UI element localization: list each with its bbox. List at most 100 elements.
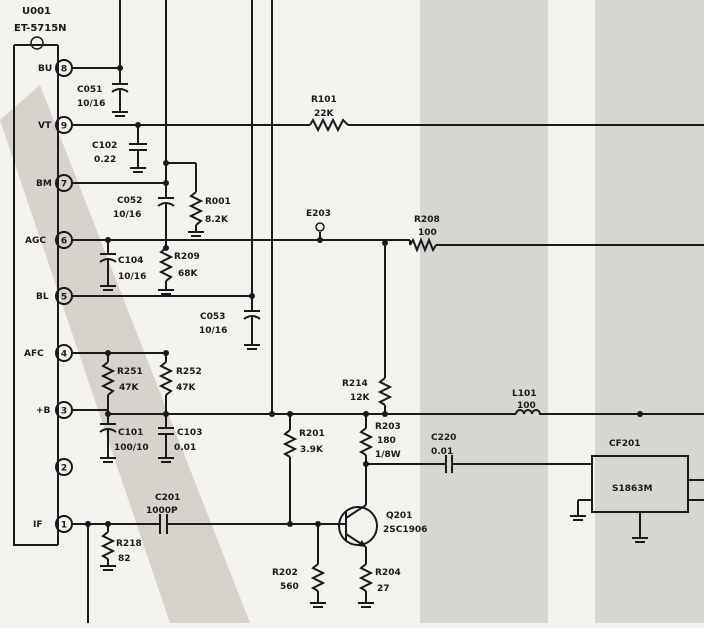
- c201-value: 1000P: [146, 506, 178, 516]
- e203-ref: E203: [306, 209, 331, 219]
- pin-2: 2: [55, 458, 73, 476]
- wire-plus-b: [72, 409, 704, 417]
- c053-ref: C053: [200, 312, 225, 322]
- r218-ref: R218: [116, 539, 142, 549]
- pin-name: BL: [36, 292, 49, 302]
- c051-value: 10/16: [77, 99, 105, 109]
- e203-test-point: E203: [306, 209, 331, 240]
- l101-value: 100: [517, 401, 536, 411]
- pin-name: AFC: [24, 349, 44, 359]
- pin-number: 2: [61, 464, 67, 474]
- c051-capacitor: C051 10/16: [77, 68, 129, 117]
- r101-resistor: R101 22K: [309, 95, 349, 133]
- pin-plus-b: +B 3: [36, 401, 73, 419]
- c220-ref: C220: [431, 433, 456, 443]
- q201-ref: Q201: [386, 511, 412, 521]
- c103-capacitor: C103 0.01: [158, 414, 202, 463]
- module-part-label: ET-5715N: [14, 23, 67, 34]
- pin-name: BM: [36, 179, 52, 189]
- r251-ref: R251: [117, 367, 143, 377]
- c051-ref: C051: [77, 85, 102, 95]
- c103-value: 0.01: [174, 443, 196, 453]
- r202-ref: R202: [272, 568, 298, 578]
- r204-ref: R204: [375, 568, 401, 578]
- c053-value: 10/16: [199, 326, 227, 336]
- r001-ref: R001: [205, 197, 231, 207]
- c052-ref: C052: [117, 196, 142, 206]
- r252-resistor: R252 47K: [158, 353, 202, 414]
- pin-number: 7: [61, 180, 67, 190]
- r101-ref: R101: [311, 95, 337, 105]
- r201-value: 3.9K: [300, 445, 324, 455]
- r252-ref: R252: [176, 367, 202, 377]
- pin-if: IF 1: [33, 515, 73, 533]
- pin-number: 1: [61, 521, 67, 531]
- wire-bm: [72, 0, 196, 186]
- c220-capacitor: C220 0.01: [366, 433, 592, 473]
- pin-name: VT: [38, 121, 52, 131]
- wire-vt: [72, 122, 704, 128]
- r201-resistor: R201 3.9K: [282, 414, 325, 527]
- r208-resistor: R208 100: [409, 215, 440, 253]
- r218-value: 82: [118, 554, 131, 564]
- l101-inductor: L101 100: [512, 389, 542, 415]
- r203-value: 180: [377, 436, 396, 446]
- wire-agc: [72, 237, 704, 251]
- r209-ref: R209: [174, 252, 200, 262]
- r218-resistor: R218 82: [100, 524, 142, 571]
- r214-ref: R214: [342, 379, 368, 389]
- r214-resistor: R214 12K: [342, 243, 393, 414]
- r209-resistor: R209 68K: [158, 247, 200, 295]
- c103-ref: C103: [177, 428, 202, 438]
- r101-value: 22K: [314, 109, 335, 119]
- c104-ref: C104: [118, 256, 143, 266]
- pin-name: AGC: [25, 236, 46, 246]
- pin-number: 6: [61, 237, 67, 247]
- pin-bu: BU 8: [38, 59, 73, 77]
- c052-value: 10/16: [113, 210, 141, 220]
- c220-value: 0.01: [431, 447, 453, 457]
- pin-number: 5: [61, 293, 67, 303]
- q201-part: 2SC1906: [383, 525, 427, 535]
- pin-name: IF: [33, 520, 43, 530]
- c104-capacitor: C104 10/16: [99, 240, 146, 291]
- r202-resistor: R202 560: [272, 524, 326, 608]
- r204-value: 27: [377, 584, 390, 594]
- r001-resistor: R001 8.2K: [188, 163, 231, 237]
- c102-ref: C102: [92, 141, 117, 151]
- cf201-ref: CF201: [609, 439, 641, 449]
- r208-value: 100: [418, 228, 437, 238]
- r203-rating: 1/8W: [375, 450, 401, 460]
- r001-value: 8.2K: [205, 215, 229, 225]
- pin-number: 3: [61, 407, 67, 417]
- r203-resistor: R203 180 1/8W: [358, 414, 401, 505]
- pin-afc: AFC 4: [24, 344, 73, 362]
- r203-ref: R203: [375, 422, 401, 432]
- c104-value: 10/16: [118, 272, 146, 282]
- c052-capacitor: C052 10/16: [113, 183, 175, 248]
- module-ref-label: U001: [22, 6, 51, 17]
- wire-bu: [72, 0, 123, 71]
- r209-value: 68K: [178, 269, 199, 279]
- r251-value: 47K: [119, 383, 140, 393]
- pin-number: 4: [61, 350, 67, 360]
- pin-name: BU: [38, 64, 52, 74]
- pin-name: +B: [36, 406, 51, 416]
- pin-number: 8: [61, 65, 67, 75]
- c101-ref: C101: [118, 428, 143, 438]
- cf201-part: S1863M: [612, 484, 653, 494]
- q201-transistor: Q201 2SC1906: [338, 504, 427, 548]
- c201-capacitor: C201 1000P: [146, 493, 180, 534]
- r214-value: 12K: [350, 393, 371, 403]
- wire-afc: [72, 350, 169, 356]
- c101-value: 100/10: [114, 443, 149, 453]
- vertical-shade-band: [595, 0, 704, 623]
- r202-value: 560: [280, 582, 299, 592]
- pin-number: 9: [61, 122, 67, 132]
- c201-ref: C201: [155, 493, 180, 503]
- c102-capacitor: C102 0.22: [92, 125, 147, 173]
- r208-ref: R208: [414, 215, 440, 225]
- c102-value: 0.22: [94, 155, 116, 165]
